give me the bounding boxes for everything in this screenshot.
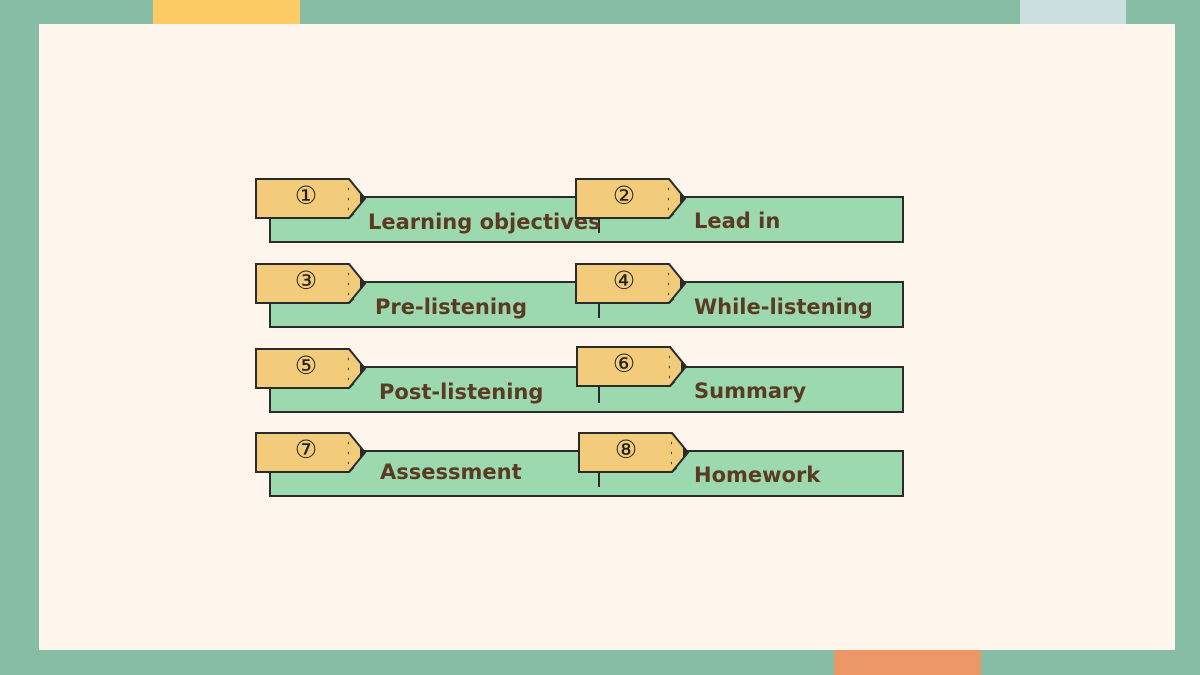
bar-divider: [598, 386, 600, 403]
item-number: ⑦: [294, 435, 318, 464]
pencil-tag-icon: ⑥: [576, 346, 692, 388]
item-number: ④: [612, 266, 636, 295]
pencil-tag-icon: ④: [575, 263, 691, 305]
bottom-orange-accent: [834, 650, 981, 675]
agenda-item-post-listening[interactable]: Post-listening: [379, 380, 544, 404]
agenda-item-assessment[interactable]: Assessment: [380, 460, 522, 484]
bar-divider: [598, 216, 600, 233]
agenda-row-4: ⑦ Assessment ⑧ Homework: [0, 432, 1200, 504]
pencil-tag-icon: ⑤: [255, 348, 371, 390]
top-blue-accent: [1020, 0, 1126, 24]
slide-canvas: [39, 24, 1175, 650]
agenda-item-homework[interactable]: Homework: [694, 463, 821, 487]
bar-divider: [598, 470, 600, 487]
item-number: ②: [612, 181, 636, 210]
item-number: ③: [294, 266, 318, 295]
pencil-tag-icon: ②: [575, 178, 691, 220]
item-number: ①: [294, 181, 318, 210]
item-number: ⑤: [294, 351, 318, 380]
agenda-row-1: ① Learning objectives ② Lead in: [0, 178, 1200, 250]
agenda-row-3: ⑤ Post-listening ⑥ Summary: [0, 346, 1200, 420]
pencil-tag-icon: ③: [255, 263, 371, 305]
item-number: ⑧: [614, 435, 638, 464]
agenda-row-2: ③ Pre-listening ④ While-listening: [0, 263, 1200, 335]
agenda-item-pre-listening[interactable]: Pre-listening: [375, 295, 528, 319]
pencil-tag-icon: ⑧: [578, 432, 694, 474]
pencil-tag-icon: ①: [255, 178, 371, 220]
pencil-tag-icon: ⑦: [255, 432, 371, 474]
agenda-item-learning-objectives[interactable]: Learning objectives: [368, 210, 601, 234]
agenda-item-while-listening[interactable]: While-listening: [694, 295, 873, 319]
top-yellow-accent: [153, 0, 300, 24]
bar-divider: [598, 301, 600, 318]
agenda-item-lead-in[interactable]: Lead in: [694, 209, 781, 233]
agenda-item-summary[interactable]: Summary: [694, 379, 807, 403]
item-number: ⑥: [612, 349, 636, 378]
